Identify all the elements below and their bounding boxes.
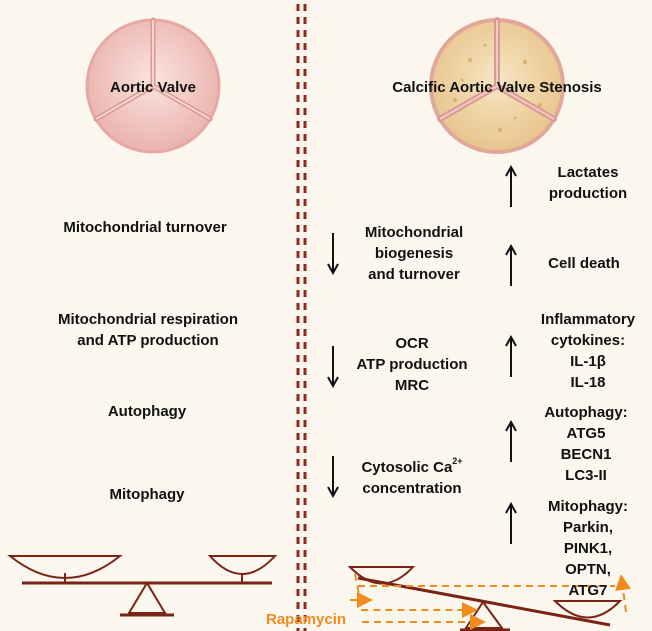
cell-death-label: Cell death — [548, 255, 620, 272]
mitochondrial-turnover-label: Mitochondrial turnover — [63, 219, 227, 236]
respiration-atp-label: Mitochondrial respiration and ATP produc… — [57, 311, 239, 349]
up-arrow-icon — [505, 165, 517, 207]
biogenesis-turnover-label: Mitochondrial biogenesis and turnover — [364, 224, 464, 283]
rapamycin-arrows — [350, 573, 631, 630]
cytosolic-calcium-label: Cytosolic Ca2+ concentration — [361, 456, 463, 497]
autophagy-markers-label: Autophagy: ATG5 BECN1 LC3-II — [544, 404, 628, 484]
up-arrow-icon — [505, 335, 517, 377]
up-arrow-icon — [505, 420, 517, 462]
mitophagy-label: Mitophagy — [109, 486, 185, 503]
ocr-atp-mrc-label: OCR ATP production MRC — [356, 335, 468, 394]
rapamycin-label: Rapamycin — [266, 611, 347, 628]
cavs-label: Calcific Aortic Valve Stenosis — [392, 79, 602, 96]
inflammatory-cytokines-label: Inflammatory cytokines: IL-1β IL-18 — [540, 311, 636, 391]
up-arrow-icon — [505, 502, 517, 544]
balanced-scale — [7, 555, 278, 617]
lactates-production-label: Lactates production — [548, 164, 628, 202]
mitophagy-markers-label: Mitophagy: Parkin, PINK1, OPTN, ATG7 — [548, 498, 628, 599]
aortic-valve-label: Aortic Valve — [110, 79, 196, 96]
calcific-valve-illustration — [429, 17, 565, 154]
down-arrow-icon — [327, 346, 339, 388]
up-arrow-icon — [505, 244, 517, 286]
down-arrow-icon — [327, 233, 339, 275]
aortic-valve-illustration — [85, 17, 221, 154]
down-arrow-icon — [327, 456, 339, 498]
autophagy-label: Autophagy — [107, 403, 187, 420]
